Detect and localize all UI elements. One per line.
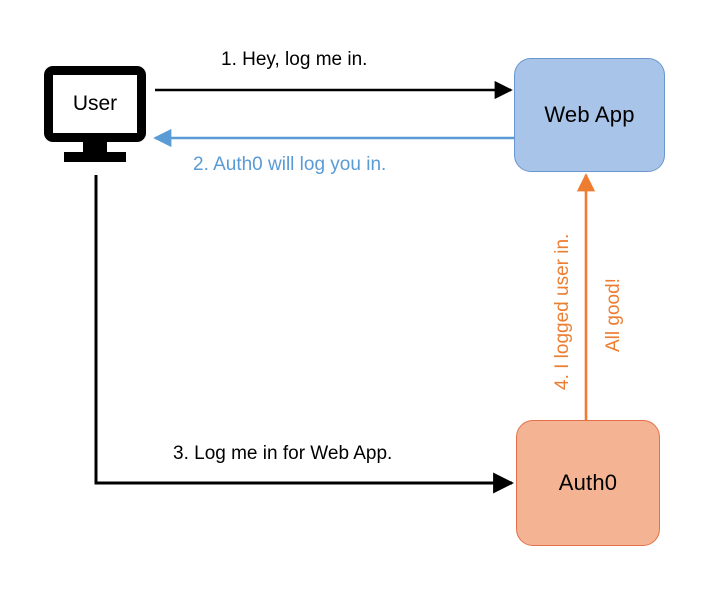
monitor-icon [44,66,146,142]
edge-label-step-1: 1. Hey, log me in. [221,49,368,70]
edge-label-step-4: 4. I logged user in. [552,233,573,390]
node-user-label: User [72,92,118,115]
node-auth0[interactable]: Auth0 [516,420,660,546]
edge-label-step-4-secondary: All good! [603,278,624,352]
monitor-base-icon [64,152,126,162]
node-user[interactable]: User [44,66,150,162]
arrow-user-to-auth0 [94,175,515,494]
node-web-app[interactable]: Web App [514,58,665,172]
edge-label-step-2: 2. Auth0 will log you in. [193,154,387,175]
node-auth0-label: Auth0 [558,469,618,495]
monitor-neck-icon [83,140,107,154]
edge-label-step-3: 3. Log me in for Web App. [173,443,393,464]
node-web-app-label: Web App [544,101,635,127]
